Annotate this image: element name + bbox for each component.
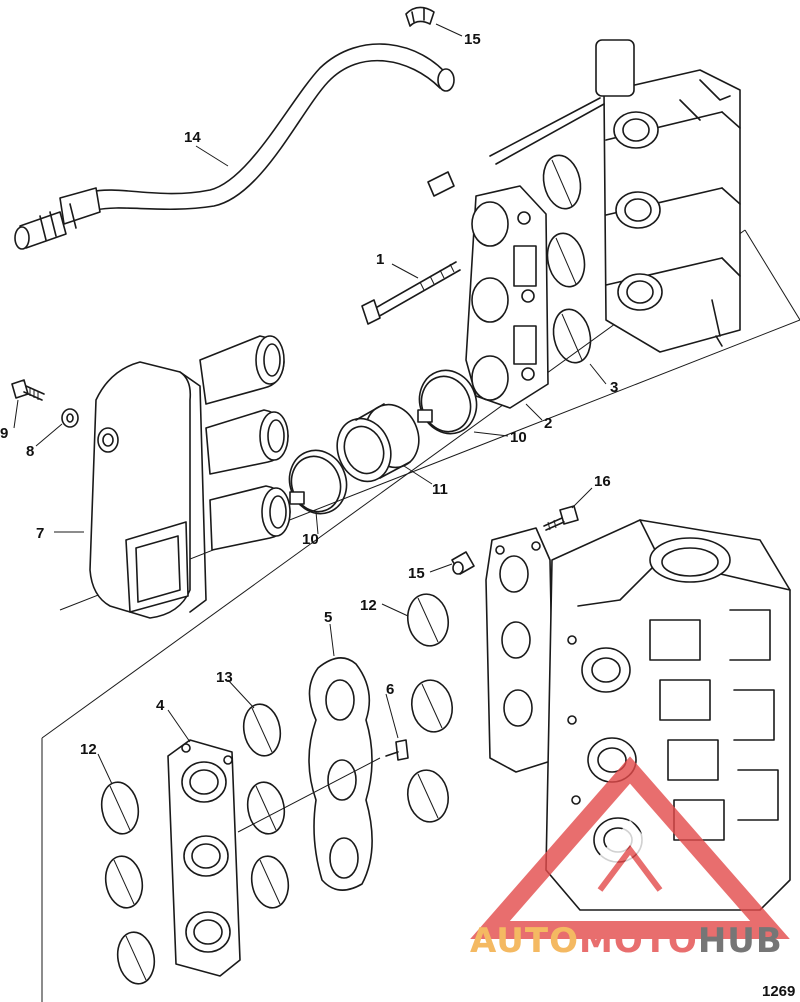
watermark-part-moto: MOTO: [579, 921, 698, 961]
part-1-bolt: [361, 261, 461, 325]
frame-corner: [744, 229, 800, 321]
part-3-gaskets: [542, 154, 592, 364]
callout-10b: 10: [302, 531, 319, 548]
part-10-clamps: [288, 369, 478, 515]
watermark-inner-mark: [597, 845, 663, 892]
callout-5: 5: [324, 609, 332, 626]
part-15-bolt: [543, 505, 579, 531]
part-6-screw: [385, 739, 409, 761]
callout-12b: 12: [80, 741, 97, 758]
callout-2: 2: [544, 415, 552, 432]
cylinder-gasket-plate: [485, 527, 555, 773]
cylinder-block: [545, 519, 791, 911]
callout-11: 11: [432, 481, 448, 498]
part-2-adapter-plate: [465, 185, 549, 409]
callout-16: 14: [184, 129, 201, 146]
part-5-gasket: [308, 657, 373, 891]
callout-labels: 15 14 1 2 3 10 11 10 7 8 9 16 15 12 5 13…: [0, 31, 618, 758]
callout-4: 4: [156, 697, 165, 714]
callout-14: 15: [408, 565, 425, 582]
callout-3: 3: [610, 379, 618, 396]
part-12-gasket-upper: [406, 593, 450, 647]
part-14-dowel: [451, 551, 475, 575]
part-13-gaskets: [242, 703, 290, 909]
watermark-part-auto: AUTO: [470, 921, 579, 961]
part-16-hose: [14, 43, 455, 250]
callout-8: 8: [26, 443, 34, 460]
watermark-text: AUTOMOTOHUB: [470, 921, 783, 961]
callout-10a: 10: [510, 429, 527, 446]
callout-6: 6: [386, 681, 394, 698]
part-11-sleeve: [336, 403, 420, 483]
figure-number: 1269: [762, 983, 795, 1000]
part-12-gaskets-left: [100, 781, 156, 985]
callout-17: 15: [464, 31, 481, 48]
callout-13: 13: [216, 669, 233, 686]
callout-15: 16: [594, 473, 611, 490]
watermark-part-hub: HUB: [698, 921, 783, 961]
watermark-triangle: [470, 756, 790, 939]
automotohub-watermark: AUTOMOTOHUB: [470, 756, 790, 961]
leader-lines: [13, 23, 607, 785]
part-8-washer: [61, 408, 79, 428]
part-17-clip: [405, 6, 435, 27]
throttle-body-assembly: [427, 39, 741, 353]
callout-12a: 12: [360, 597, 377, 614]
gaskets-center-column: [406, 679, 454, 823]
part-4-port-plate: [167, 739, 381, 977]
part-9-bolt: [11, 379, 45, 401]
callout-9: 9: [0, 425, 8, 442]
callout-1: 1: [376, 251, 384, 268]
part-7-intake-manifold: [89, 335, 291, 619]
callout-7: 7: [36, 525, 44, 542]
